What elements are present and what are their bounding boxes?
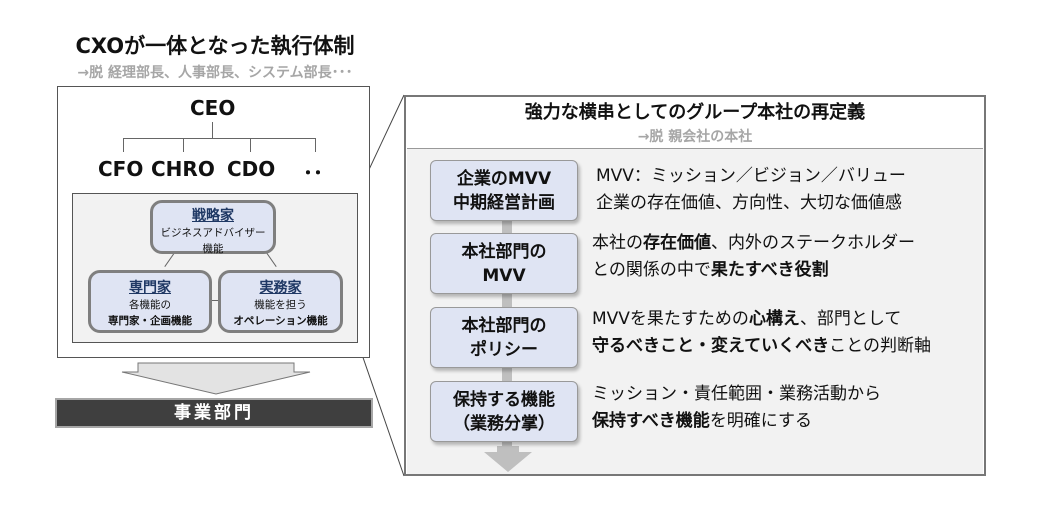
row2-desc-emphasis: 果たすべき役割 (710, 260, 829, 280)
specialist-heading: 専門家 (129, 280, 171, 296)
row3-desc-emphasis: 守るべきこと・変えていくべき (592, 336, 830, 356)
org-more: ･･ (303, 161, 323, 185)
row2-desc-line1: 本社の存在価値、内外のステークホルダー (592, 230, 915, 257)
mvv-box-hq-line1: 本社部門の (461, 241, 547, 262)
func-connector-bottom (212, 300, 218, 301)
org-line-cdo (250, 138, 251, 152)
strategist-box: 戦略家 ビジネスアドバイザー 機能 (150, 200, 276, 255)
strategist-heading: 戦略家 (192, 208, 234, 224)
org-ceo: CEO (190, 96, 236, 120)
down-arrow-icon (121, 362, 311, 395)
strategist-desc-line1: ビジネスアドバイザー (160, 227, 266, 239)
functions-box: 保持する機能 （業務分掌） (430, 381, 578, 442)
row3-desc-text: 、部門として (799, 309, 902, 329)
row3-desc-text: MVVを果たすための (592, 309, 749, 329)
row1-desc: MVV：ミッション／ビジョン／バリュー 企業の存在価値、方向性、大切な価値感 (596, 163, 906, 217)
policy-box-hq-line2: ポリシー (470, 339, 538, 360)
row1-desc-text: MVV：ミッション／ビジョン／バリュー (596, 166, 906, 186)
practitioner-desc-line1: 機能を担う (254, 299, 307, 311)
org-line-horizontal (123, 138, 316, 139)
org-line-cfo (123, 138, 124, 152)
row2-desc-line2: との関係の中で果たすべき役割 (592, 257, 915, 284)
practitioner-box: 実務家 機能を担う オペレーション機能 (218, 270, 343, 333)
row1-desc-line2: 企業の存在価値、方向性、大切な価値感 (596, 190, 906, 217)
org-cdo: CDO (227, 157, 276, 181)
org-line-more (315, 138, 316, 152)
row2-desc-emphasis: 存在価値 (643, 233, 711, 253)
mvv-box-corporate-line1: 企業のMVV (456, 168, 552, 189)
row1-desc-line1: MVV：ミッション／ビジョン／バリュー (596, 163, 906, 190)
org-line-chro (183, 138, 184, 152)
down-arrow-flow-icon (484, 446, 532, 472)
row4-desc-emphasis: 保持すべき機能 (592, 411, 710, 431)
policy-box-hq: 本社部門の ポリシー (430, 307, 578, 368)
row3-desc-emphasis: 心構え (748, 309, 800, 329)
row4-desc-text: を明確にする (709, 411, 812, 431)
row3-desc-line2: 守るべきこと・変えていくべきことの判断軸 (592, 333, 931, 360)
policy-box-hq-line1: 本社部門の (461, 315, 547, 336)
functions-box-line1: 保持する機能 (453, 389, 555, 410)
mvv-box-corporate-line2: 中期経営計画 (453, 192, 555, 213)
functions-box-line2: （業務分掌） (453, 413, 555, 434)
practitioner-desc-line2: オペレーション機能 (233, 315, 328, 327)
org-line-vertical-ceo (212, 122, 213, 138)
row2-desc: 本社の存在価値、内外のステークホルダー との関係の中で果たすべき役割 (592, 230, 915, 284)
row4-desc: ミッション・責任範囲・業務活動から 保持すべき機能を明確にする (592, 381, 881, 435)
row3-desc-line1: MVVを果たすための心構え、部門として (592, 306, 931, 333)
row2-desc-text: との関係の中で (592, 260, 711, 280)
row1-desc-text: 企業の存在価値、方向性、大切な価値感 (596, 193, 902, 213)
strategist-desc-line2: 機能 (202, 243, 224, 255)
right-subtitle: →脱 親会社の本社 (637, 129, 753, 145)
org-chro: CHRO (151, 157, 215, 181)
specialist-box: 専門家 各機能の 専門家・企画機能 (88, 270, 212, 333)
row2-desc-text: 本社の (592, 233, 643, 253)
right-title: 強力な横串としてのグループ本社の再定義 (524, 102, 866, 123)
mvv-box-hq: 本社部門の MVV (430, 233, 578, 294)
mvv-box-corporate: 企業のMVV 中期経営計画 (430, 160, 578, 221)
left-subtitle: →脱 経理部長、人事部長、システム部長･･･ (77, 65, 353, 81)
row3-desc-text: ことの判断軸 (829, 336, 931, 356)
mvv-box-hq-line2: MVV (482, 265, 526, 286)
specialist-desc-line1: 各機能の (129, 299, 171, 311)
org-cfo: CFO (98, 157, 144, 181)
practitioner-heading: 実務家 (259, 280, 302, 296)
row3-desc: MVVを果たすための心構え、部門として 守るべきこと・変えていくべきことの判断軸 (592, 306, 931, 360)
specialist-desc-line2: 専門家・企画機能 (108, 315, 192, 327)
business-unit-bar: 事業部門 (55, 398, 373, 428)
row2-desc-text: 、内外のステークホルダー (711, 233, 915, 253)
row4-desc-line1: ミッション・責任範囲・業務活動から (592, 381, 881, 408)
left-title: CXOが一体となった執行体制 (75, 34, 355, 58)
row4-desc-text: ミッション・責任範囲・業務活動から (592, 384, 881, 404)
row4-desc-line2: 保持すべき機能を明確にする (592, 408, 881, 435)
